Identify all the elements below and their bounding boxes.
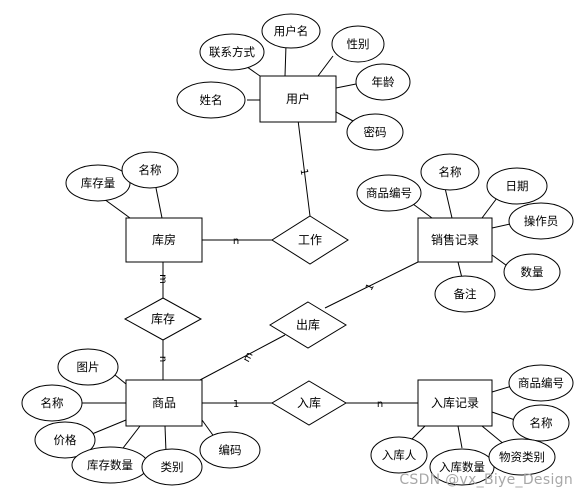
entity-user: 用户 — [286, 91, 310, 106]
relation-inbound: 入库 — [297, 395, 321, 410]
entity-warehouse-box — [125, 217, 203, 263]
attr-inbound-material-type: 物资类别 — [499, 450, 545, 464]
card-inbound-record: n — [377, 399, 383, 410]
line-product-outbound — [199, 334, 286, 381]
attr-user-gender: 性别 — [347, 37, 370, 51]
card-warehouse-work: n — [233, 236, 239, 247]
entity-sales-record-box — [417, 217, 493, 263]
entity-product-box — [125, 379, 203, 427]
attr-product-code: 编码 — [219, 443, 242, 457]
attr-sales-product-id: 商品编号 — [366, 186, 412, 200]
attr-sales-operator: 操作员 — [524, 214, 559, 228]
attr-user-password: 密码 — [364, 125, 387, 139]
card-product-outbound: m — [241, 350, 255, 364]
attr-inbound-person: 入库人 — [382, 448, 417, 462]
entity-inbound-record-box — [417, 379, 493, 427]
watermark: CSDN @vx_Biye_Design — [399, 472, 573, 488]
card-user-work: 1 — [298, 168, 310, 176]
attr-user-username: 用户名 — [274, 24, 309, 38]
attr-sales-remark: 备注 — [454, 287, 477, 301]
entity-sales-record: 销售记录 — [431, 232, 479, 247]
entity-user-box — [259, 75, 337, 123]
relation-outbound-diamond — [269, 301, 347, 349]
card-product-stock: n — [157, 356, 168, 362]
attr-product-price: 价格 — [54, 433, 77, 447]
card-warehouse-stock: m — [157, 274, 168, 284]
entity-warehouse: 库房 — [152, 232, 176, 247]
attr-warehouse-name: 名称 — [139, 163, 162, 177]
relation-stock-diamond — [123, 297, 203, 341]
entity-inbound-record: 入库记录 — [431, 395, 479, 410]
attr-product-category: 类别 — [161, 460, 184, 474]
relation-work-diamond — [271, 215, 349, 265]
attr-sales-date: 日期 — [506, 179, 529, 193]
attr-inbound-product-id: 商品编号 — [518, 376, 564, 390]
relation-outbound: 出库 — [296, 317, 320, 332]
attr-product-stock-count: 库存数量 — [87, 458, 133, 472]
attr-sales-quantity: 数量 — [521, 265, 544, 279]
card-sales-outbound: 1 — [364, 282, 377, 293]
attr-product-image: 图片 — [77, 360, 100, 374]
relation-stock: 库存 — [151, 311, 175, 326]
attr-user-contact: 联系方式 — [209, 45, 255, 59]
card-product-inbound: 1 — [233, 399, 239, 410]
attr-inbound-quantity: 入库数量 — [439, 460, 485, 474]
line-outbound-sales — [324, 261, 419, 309]
attr-product-name: 名称 — [41, 396, 64, 410]
attr-warehouse-stock-qty: 库存量 — [81, 176, 116, 190]
attr-user-name: 姓名 — [200, 93, 223, 107]
relation-inbound-diamond — [271, 380, 347, 426]
attr-user-age: 年龄 — [372, 75, 395, 89]
entity-product: 商品 — [152, 395, 176, 410]
line-user-work — [297, 119, 311, 217]
attr-sales-name: 名称 — [439, 165, 462, 179]
relation-work: 工作 — [298, 233, 322, 247]
attr-inbound-name: 名称 — [530, 416, 553, 430]
